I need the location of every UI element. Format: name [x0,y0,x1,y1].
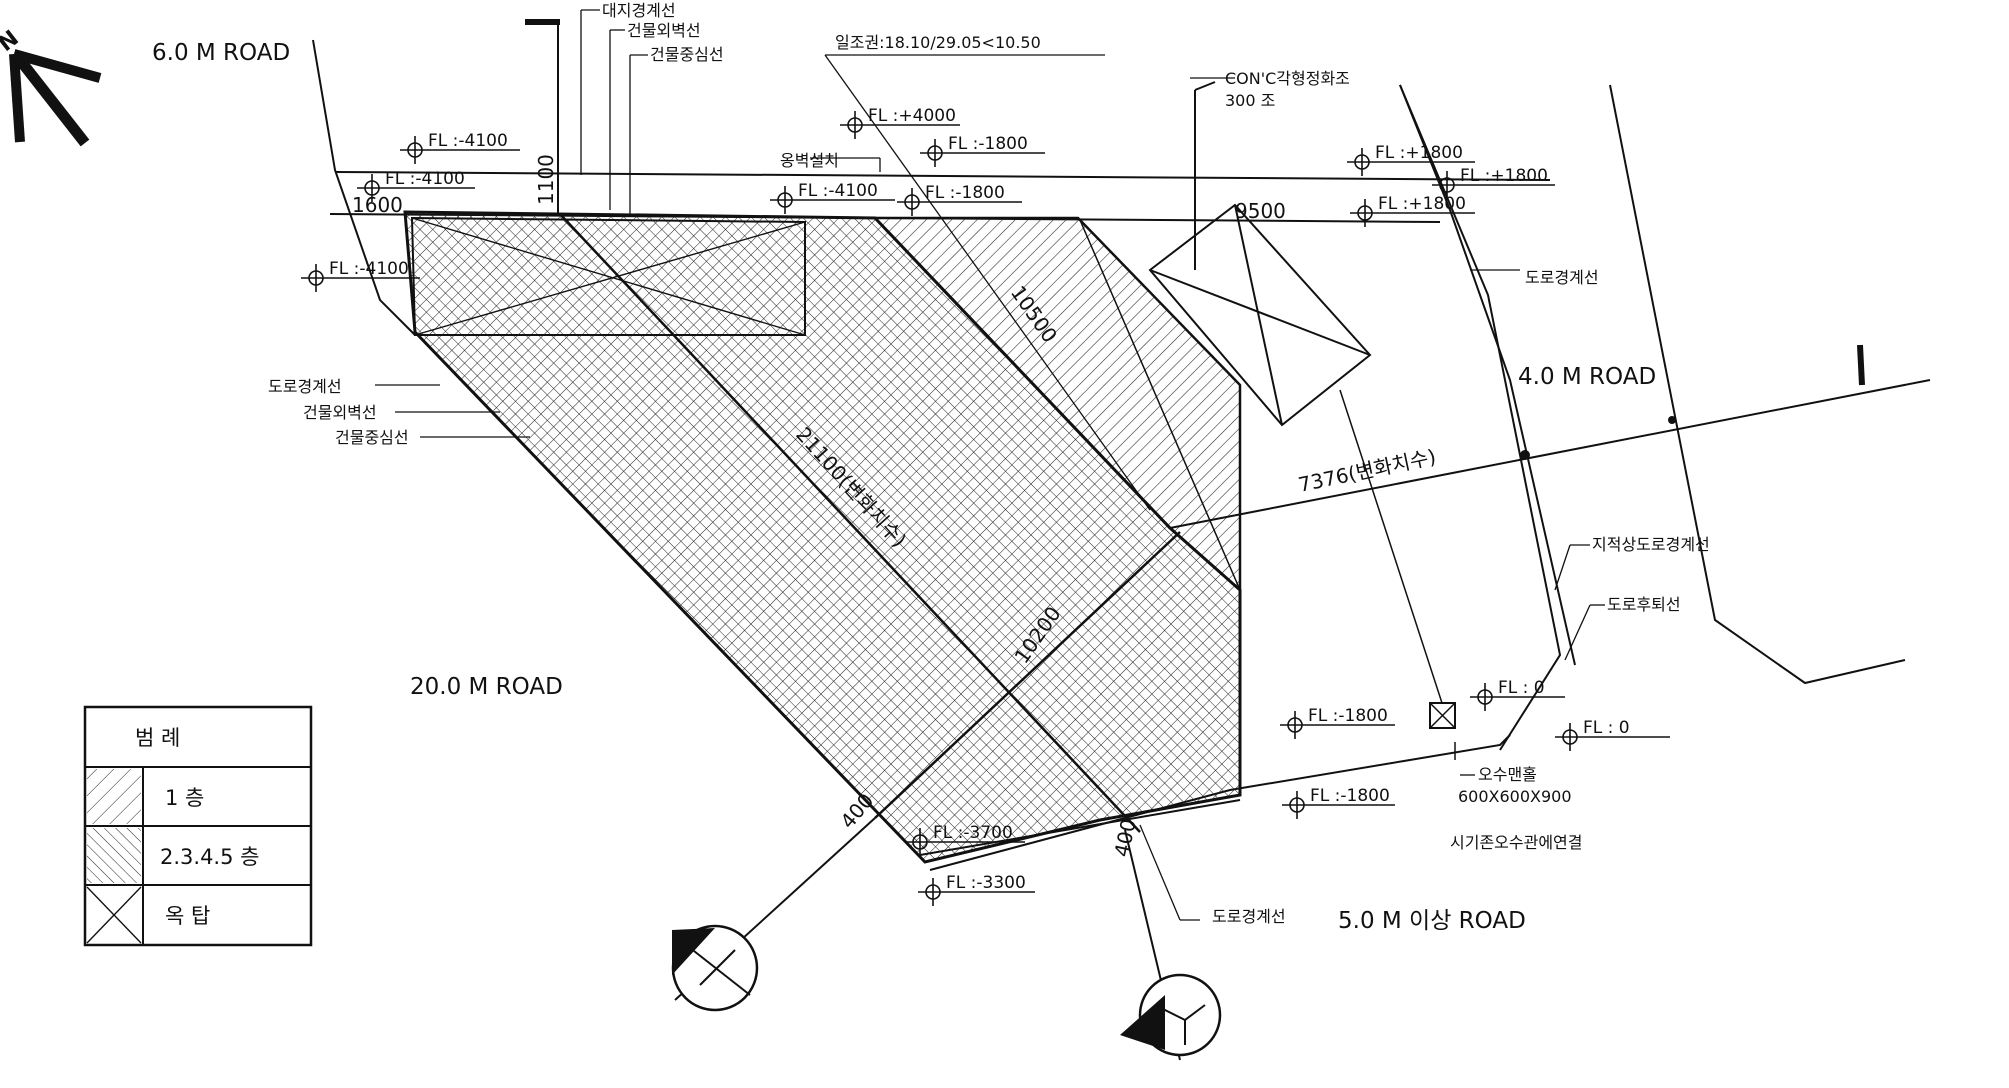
legend: 범 례 1 층 2.3.4.5 층 옥 탑 [83,705,313,947]
top-site-line [334,171,1551,181]
leader-lines [375,9,1605,921]
connect-label: 시기존오수관에연결 [1450,833,1582,852]
outer-wall-label-left: 건물외벽선 [303,403,377,422]
manhole-size-label: 600X600X900 [1458,787,1572,806]
north-arrow: N [0,26,102,147]
right-road-boundary-outer [1399,84,1562,751]
legend-title: 범 례 [135,726,180,750]
legend-swatch-1f [87,769,141,824]
fl-label: FL :+1800 [1375,143,1463,163]
legend-swatch-2-5f [87,828,141,883]
fl-label: FL : 0 [1583,718,1630,738]
legend-row-label: 1 층 [165,786,204,810]
manhole-label: 오수맨홀 [1478,765,1537,784]
legend-swatch-rooftop [86,886,142,944]
septic-tank [1148,81,1372,427]
legend-row-label: 옥 탑 [165,904,210,928]
fl-label: FL :-1800 [948,134,1028,154]
manhole [1339,389,1456,760]
road-6m-label: 6.0 M ROAD [152,40,290,66]
road-4m-label: 4.0 M ROAD [1518,364,1656,390]
center-line-label-left: 건물중심선 [335,428,409,447]
center-line-label-top: 건물중심선 [650,45,724,64]
far-right-line [1609,84,1906,685]
road-5m-label: 5.0 M 이상 ROAD [1338,908,1526,934]
road-boundary-label-left: 도로경계선 [268,377,342,396]
sunlight-label: 일조권:18.10/29.05<10.50 [835,33,1041,52]
fl-label: FL :+4000 [868,106,956,126]
section-marker-a [671,924,759,1012]
cadastral-road-line-label: 지적상도로경계선 [1592,535,1710,554]
conc-tank-label: CON'C각형정화조 [1225,69,1350,88]
outer-wall-label-top: 건물외벽선 [627,21,701,40]
fl-label: FL :-3300 [946,873,1026,893]
fl-labels: FL :-4100 FL :-4100 FL :-4100 FL :+4000 … [329,106,1630,893]
conc-tank-count: 300 조 [1225,91,1275,110]
upper-floor-area [403,210,1242,864]
fl-label: FL :-4100 [428,131,508,151]
fl-label: FL :-4100 [798,181,878,201]
fl-label: FL :-1800 [1308,706,1388,726]
site-boundary-label: 대지경계선 [602,1,676,20]
bottom-road-boundary [929,734,1511,871]
fl-label: FL :+1800 [1378,194,1466,214]
left-road-boundary [312,39,416,336]
fl-label: FL :-1800 [1310,786,1390,806]
fl-label: FL :-1800 [925,183,1005,203]
legend-row-label: 2.3.4.5 층 [160,845,259,869]
road-setback-line-label: 도로후퇴선 [1607,595,1681,614]
dim-1100: 1100 [534,154,558,205]
fl-label: FL : 0 [1498,678,1545,698]
fl-symbols [301,111,1670,906]
road-boundary-label-bottom: 도로경계선 [1212,907,1286,926]
fl-label: FL :-4100 [329,259,409,279]
fl-label: FL :-4100 [385,169,465,189]
section-marker-b [1120,973,1222,1057]
dim-1600: 1600 [352,193,403,217]
dim-400-b: 400 [1109,817,1140,859]
building-footprint [403,210,1242,864]
dim-9500: 9500 [1235,199,1286,223]
road-20m-label: 20.0 M ROAD [410,674,563,700]
fl-label: FL :+1800 [1460,166,1548,186]
right-road-boundary-inner [1399,84,1576,666]
retaining-wall-label: 옹벽설치 [780,151,839,170]
road-boundary-label-right: 도로경계선 [1525,268,1599,287]
fl-label: FL :-3700 [933,823,1013,843]
